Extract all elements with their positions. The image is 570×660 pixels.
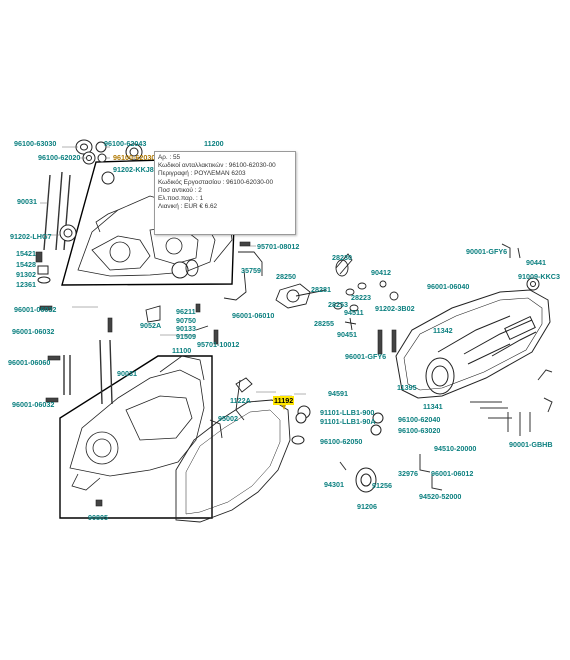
part-label-95701-10012[interactable]: 95701-10012 [197,340,240,349]
part-label-96001-06032[interactable]: 96001-06032 [12,327,55,336]
part-label-94510-20000[interactable]: 94510-20000 [434,444,477,453]
part-label-91101-llb1-900[interactable]: 91101-LLB1-900 [320,408,375,417]
part-label-96001-06060[interactable]: 96001-06060 [8,358,51,367]
part-label-96001-gfy6[interactable]: 96001-GFY6 [345,352,387,361]
part-label-95002[interactable]: 95002 [218,414,238,423]
part-label-90031[interactable]: 90031 [117,369,137,378]
lower-crankcase-frame [59,355,213,519]
part-label-28281[interactable]: 28281 [311,285,331,294]
tooltip-line-quantity: Ποσ αντικού : 2 [158,186,202,194]
wire-clips [339,243,553,491]
tooltip-line-price: Λιανική : EUR € 6.62 [158,203,218,211]
part-label-91202-kkj8[interactable]: 91202-KKJ8 [113,165,154,174]
tooltip-line-min-order: Ελ.ποσ.παρ. : 1 [158,195,204,203]
tooltip-line-number: Αρ. : 55 [158,154,181,161]
part-label-91302[interactable]: 91302 [16,270,36,279]
part-label-15428[interactable]: 15428 [16,260,36,269]
part-info-tooltip: Αρ. : 55 Κωδικοί ανταλλακτικών : 96100-6… [154,151,296,235]
part-label-94591[interactable]: 94591 [328,389,348,398]
part-label-35759[interactable]: 35759 [241,266,261,275]
part-label-11192[interactable]: 11192 [273,396,295,405]
part-label-96211[interactable]: 96211 [176,307,196,316]
part-label-94520-52000[interactable]: 94520-52000 [419,492,462,501]
part-label-90001-gbhb[interactable]: 90001-GBHB [509,440,553,449]
kick-starter-assembly [145,251,399,439]
crankcase-gasket [175,399,291,523]
bearings-oil-seals [37,139,540,493]
part-label-9052a[interactable]: 9052A [140,321,162,330]
part-label-90441[interactable]: 90441 [526,258,546,267]
part-label-91009-kkc3[interactable]: 91009-KKC3 [518,272,560,281]
part-label-15421[interactable]: 15421 [16,249,36,258]
part-label-96100-62030[interactable]: 96100-62030 [113,153,156,162]
part-label-1122a[interactable]: 1122A [230,396,251,405]
part-label-11100[interactable]: 11100 [172,346,192,355]
part-label-96001-06032[interactable]: 96001-06032 [12,400,55,409]
part-label-90750[interactable]: 90750 [176,316,196,325]
part-label-91202-lhg7[interactable]: 91202-LHG7 [10,232,52,241]
part-label-96100-62043[interactable]: 96100-62043 [104,139,147,148]
part-label-90805[interactable]: 90805 [88,513,108,522]
part-label-90133[interactable]: 90133 [176,324,196,333]
tooltip-line-factory-code: Κωδικός Εργοστασίου : 96100-62030-00 [158,178,274,186]
part-label-95701-08012[interactable]: 95701-08012 [257,242,300,251]
part-label-90451[interactable]: 90451 [337,330,357,339]
small-bolts [35,241,397,507]
tooltip-line-description: Περιγραφή : ΡΟΥΛΕΜΑΝ 6203 [158,170,246,178]
part-label-96100-62040[interactable]: 96100-62040 [398,415,441,424]
tooltip-line-part-codes: Κωδικοί ανταλλακτικών : 96100-62030-00 [158,162,276,170]
part-label-28223[interactable]: 28223 [351,293,371,302]
part-label-91509[interactable]: 91509 [176,332,196,341]
leader-lines [40,146,306,397]
part-label-96100-63030[interactable]: 96100-63030 [14,139,57,148]
part-label-90412[interactable]: 90412 [371,268,391,277]
part-label-94511[interactable]: 94511 [344,308,364,317]
stud-bolts [43,171,113,405]
part-label-11395[interactable]: 11395 [397,383,417,392]
part-label-28250[interactable]: 28250 [276,272,296,281]
part-label-32976[interactable]: 32976 [398,469,418,478]
part-label-96001-06012[interactable]: 96001-06012 [431,469,474,478]
part-label-96001-06010[interactable]: 96001-06010 [232,311,275,320]
part-label-96001-06032[interactable]: 96001-06032 [14,305,57,314]
part-label-28230[interactable]: 28230 [332,253,352,262]
part-label-28253[interactable]: 28253 [328,300,348,309]
part-label-90031[interactable]: 90031 [17,197,37,206]
part-label-11342[interactable]: 11342 [433,326,453,335]
part-label-94301[interactable]: 94301 [324,480,344,489]
part-label-11341[interactable]: 11341 [423,402,443,411]
part-label-91206[interactable]: 91206 [357,502,377,511]
crankcase-cover [395,289,551,399]
part-label-96001-06040[interactable]: 96001-06040 [427,282,470,291]
part-label-28255[interactable]: 28255 [314,319,334,328]
part-label-91256[interactable]: 91256 [372,481,392,490]
part-label-11200[interactable]: 11200 [204,139,224,148]
part-label-96100-62050[interactable]: 96100-62050 [320,437,363,446]
part-label-91202-3b02[interactable]: 91202-3B02 [375,304,415,313]
lower-crankcase-half [69,355,205,491]
part-label-12361[interactable]: 12361 [16,280,36,289]
part-label-96100-63020[interactable]: 96100-63020 [398,426,441,435]
part-label-90001-gfy6[interactable]: 90001-GFY6 [466,247,508,256]
part-label-91101-llb1-90a[interactable]: 91101-LLB1-90A [320,417,376,426]
part-label-96100-62020[interactable]: 96100-62020 [38,153,81,162]
highlight-pointer-icon [282,405,286,410]
